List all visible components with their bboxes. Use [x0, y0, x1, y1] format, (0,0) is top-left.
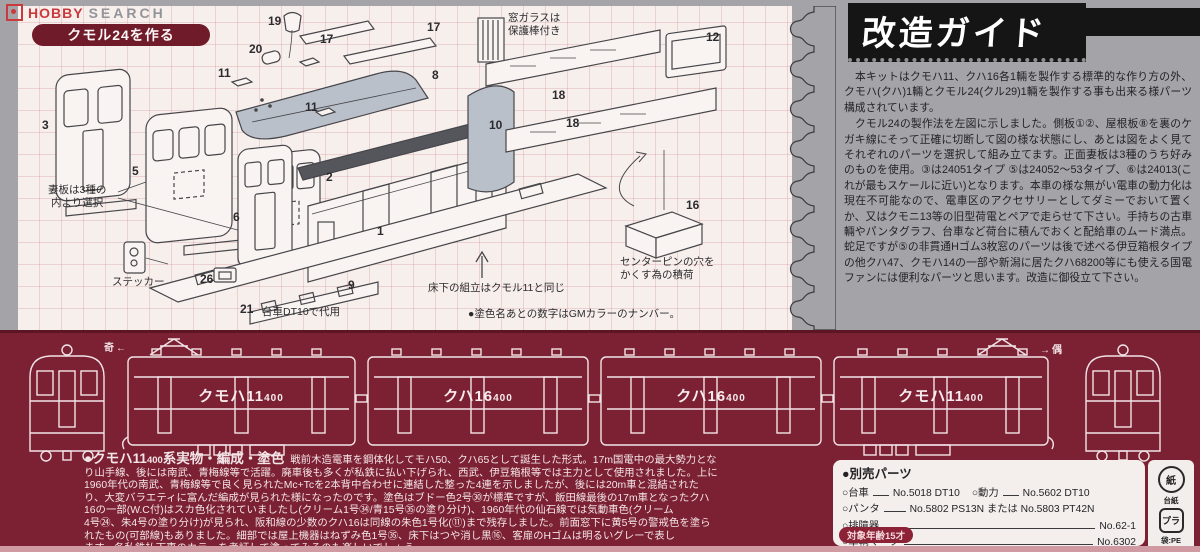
logo-hobby-text: HOBBY — [28, 4, 84, 21]
recycle-plastic-icon: プラ — [1158, 508, 1184, 533]
description-line: り、大変バラエティに富んだ編成が見られた様になったのです。塗色はブドー色2号㉚が… — [84, 492, 710, 504]
note-cargo: センターピンの穴を かくす為の積荷 — [620, 256, 715, 282]
front-view-left — [29, 344, 105, 462]
guide-title-box-extension — [1086, 8, 1200, 36]
left-arrow-icon: ← — [116, 343, 128, 354]
side-view-car4 — [833, 338, 1055, 456]
logo-search-text: SEARCH — [88, 4, 166, 21]
even-end-marker: →偶 — [1040, 345, 1064, 356]
note-underfloor: 床下の組立はクモル11と同じ — [428, 282, 565, 294]
description-line: 戦前木造電車を鋼体化してモハ50、クハ65として誕生した形式。17m国電中の最大… — [290, 455, 717, 466]
part-number-19: 19 — [268, 14, 282, 28]
side-view-car3 — [600, 348, 822, 446]
prototype-description: ●クモハ11400系実物・編成・塗色 戦前木造電車を鋼体化してモハ50、クハ65… — [84, 451, 826, 552]
front-view-right — [1085, 344, 1161, 462]
recycle-marks-box: 紙 台紙 プラ 袋:PE — [1148, 460, 1194, 552]
guide-paragraph-2: クモル24の製作法を左図に示しました。側板①②、屋根板⑧を裏のケガキ線にそって正… — [844, 118, 1192, 285]
recycle-paper-label: 台紙 — [1163, 496, 1179, 505]
note-sticker: ステッカー — [112, 276, 165, 288]
part-number-21: 21 — [240, 302, 254, 316]
car4-label: クモハ11400 — [898, 388, 984, 405]
part-number-17a: 17 — [320, 32, 334, 46]
part-number-12: 12 — [706, 30, 720, 44]
description-line: 16の一部(W.C付)はスカ色化されていましたし(クリーム1号㉞/青15号㉟の塗… — [84, 505, 674, 517]
note-color-numbers: ●塗色名あとの数字はGMカラーのナンバー。 — [468, 308, 681, 320]
car2-label: クハ16400 — [443, 388, 513, 405]
guide-body: 本キットはクモハ11、クハ16各1輛を製作する標準的な作り方の外、クモハ(クハ)… — [844, 70, 1192, 288]
sheet-bottom-edge — [0, 546, 1200, 552]
right-arrow-icon: → — [1040, 345, 1052, 356]
recycle-paper-icon: 紙 — [1157, 466, 1185, 493]
formation-band: 奇← →偶 クモハ11400 クハ16400 クハ16400 クモハ11400 … — [0, 330, 1200, 552]
description-line: れたもの(可部線)もありました。細部では屋上機器はねずみ色1号㉟、床下はつや消し… — [84, 530, 676, 542]
part-number-10: 10 — [489, 118, 503, 132]
car3-label: クハ16400 — [676, 388, 746, 405]
part-number-17b: 17 — [427, 20, 441, 34]
part-number-18b: 18 — [566, 116, 580, 130]
formation-drawing — [29, 338, 1161, 462]
part-number-18a: 18 — [552, 88, 566, 102]
guide-title: 改造ガイド — [860, 15, 1049, 53]
torn-edge-decoration — [789, 6, 836, 330]
part-number-9: 9 — [348, 278, 355, 292]
conversion-guide-column: 改造ガイド 本キットはクモハ11、クハ16各1輛を製作する標準的な作り方の外、ク… — [836, 0, 1200, 330]
hobby-search-logo-icon — [6, 4, 23, 21]
description-line: 4号㉔、朱4号の塗り分け)が見られ、阪和線の少数のクハ16は同線の朱色1号化(⑪… — [84, 517, 711, 529]
part-number-26: 26 — [200, 272, 214, 286]
part-number-2: 2 — [326, 170, 333, 184]
note-end-plates: 妻板は3種の 内より選択 — [48, 184, 107, 210]
description-line: り山手線、後には南武、青梅線等で活躍。廃車後も多くが私鉄に払い下げられ、西武、伊… — [84, 467, 718, 479]
description-line: 1960年代の南武、青梅線等で良く見られたMc+Tcを2本背中合わせに連結した整… — [84, 480, 699, 492]
parts-box-heading: ●別売パーツ — [842, 467, 912, 481]
odd-end-marker: 奇← — [104, 343, 128, 354]
side-view-car1 — [121, 338, 356, 456]
hobby-search-watermark: HOBBY SEARCH — [6, 4, 166, 21]
part-number-6: 6 — [233, 210, 240, 224]
part-number-16: 16 — [686, 198, 700, 212]
guide-title-box — [848, 3, 1086, 62]
note-bogie: 台車DT10で代用 — [262, 306, 341, 318]
part-number-3: 3 — [42, 118, 49, 132]
part-number-5: 5 — [132, 164, 139, 178]
age-badge: 対象年齢15才 — [839, 527, 914, 543]
kit-title-badge: クモル24を作る — [32, 24, 210, 46]
side-view-car2 — [367, 348, 589, 446]
part-number-20: 20 — [249, 42, 263, 56]
car1-label: クモハ11400 — [198, 388, 284, 405]
description-heading: ●クモハ11400系実物・編成・塗色 — [84, 451, 285, 466]
part-number-11b: 11 — [305, 100, 318, 114]
part-number-11a: 11 — [218, 66, 231, 80]
part-number-1: 1 — [377, 224, 384, 238]
guide-paragraph-1: 本キットはクモハ11、クハ16各1輛を製作する標準的な作り方の外、クモハ(クハ)… — [844, 71, 1192, 114]
recycle-plastic-label: 袋:PE — [1160, 536, 1181, 545]
note-window-glass: 窓ガラスは 保護棒付き — [508, 12, 561, 38]
part-number-8: 8 — [432, 68, 439, 82]
